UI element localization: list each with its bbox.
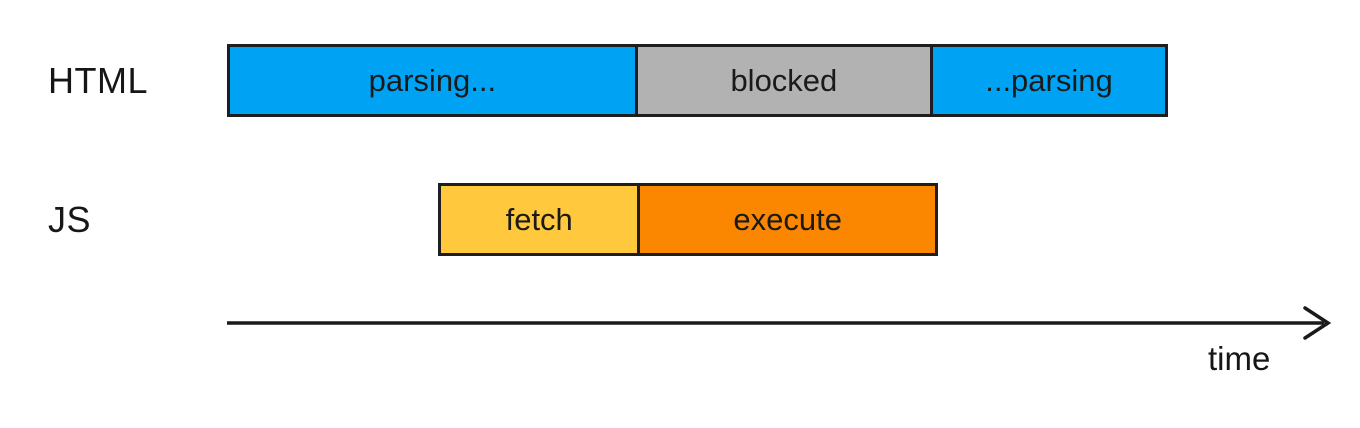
row-label-html: HTML [48, 59, 148, 101]
js-timeline-bar: fetch execute [438, 183, 938, 256]
time-axis-arrow [227, 306, 1332, 340]
segment-blocked: blocked [634, 47, 930, 114]
segment-parsing-resume: ...parsing [929, 47, 1165, 114]
segment-fetch: fetch [441, 186, 638, 253]
segment-execute-label: execute [733, 201, 842, 237]
segment-execute: execute [637, 186, 935, 253]
html-timeline-bar: parsing... blocked ...parsing [227, 44, 1168, 117]
segment-parsing-start-label: parsing... [368, 62, 497, 98]
time-axis-label: time [1208, 340, 1271, 377]
segment-fetch-label: fetch [505, 201, 573, 237]
row-label-js: JS [48, 198, 92, 240]
segment-parsing-start: parsing... [230, 47, 635, 114]
segment-blocked-label: blocked [730, 62, 838, 98]
segment-parsing-resume-label: ...parsing [985, 62, 1113, 98]
